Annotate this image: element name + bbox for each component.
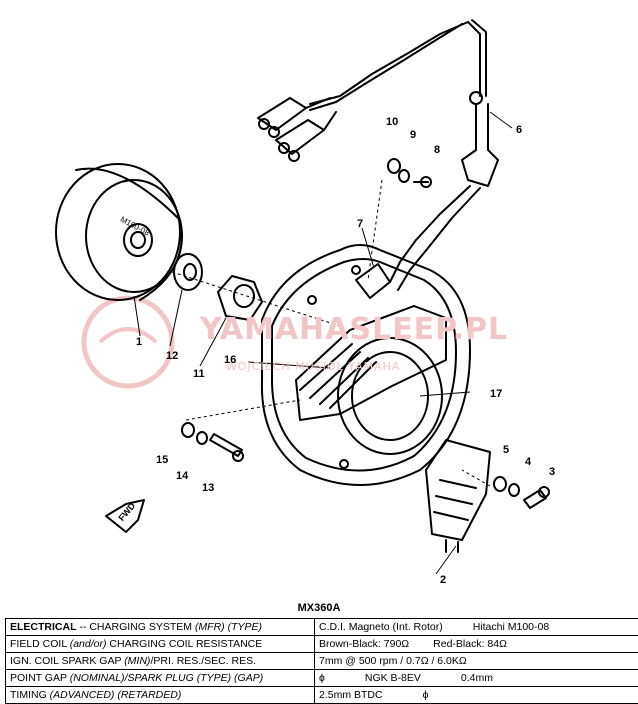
ring-17 — [338, 338, 442, 454]
callout-5: 5 — [503, 444, 509, 456]
callout-1: 1 — [136, 336, 142, 348]
spec-label: TIMING (ADVANCED) (RETARDED) — [6, 687, 315, 704]
callout-3: 3 — [549, 466, 555, 478]
spec-value: C.D.I. Magneto (Int. Rotor)Hitachi M100-… — [315, 619, 638, 636]
cdi-unit-2 — [426, 440, 490, 552]
callout-8: 8 — [434, 144, 440, 156]
callout-2: 2 — [440, 574, 446, 586]
table-row: IGN. COIL SPARK GAP (MIN)/PRI. RES./SEC.… — [6, 653, 638, 670]
rotor-stamp: M100-08 — [119, 215, 152, 238]
washer-10 — [388, 159, 400, 173]
callout-4: 4 — [525, 456, 531, 468]
callout-16: 16 — [224, 354, 236, 366]
model-title: MX360A — [0, 602, 638, 614]
callout-7: 7 — [357, 218, 363, 230]
washer-5 — [494, 477, 506, 491]
spec-label: POINT GAP (NOMINAL)/SPARK PLUG (TYPE) (G… — [6, 670, 315, 687]
washer-4 — [509, 484, 519, 496]
callout-9: 9 — [410, 129, 416, 141]
exploded-parts-diagram: M100-08 FWD — [0, 0, 638, 600]
screw-3 — [524, 487, 549, 508]
washer-12 — [174, 254, 202, 290]
screw-13 — [210, 434, 243, 461]
table-row: ELECTRICAL -- CHARGING SYSTEM (MFR) (TYP… — [6, 619, 638, 636]
washer-15 — [182, 423, 194, 437]
watermark-subtext: WOJCIECH MUSIOŁ YAMAHA — [226, 360, 400, 373]
callout-17: 17 — [490, 388, 502, 400]
washer-14 — [197, 432, 207, 444]
callout-11: 11 — [193, 368, 205, 380]
screw-8 — [414, 177, 431, 187]
washer-9 — [399, 170, 409, 182]
callout-13: 13 — [202, 482, 214, 494]
callout-6: 6 — [516, 124, 522, 136]
fwd-label: FWD — [116, 500, 137, 523]
electrical-spec-table: ELECTRICAL -- CHARGING SYSTEM (MFR) (TYP… — [5, 618, 638, 704]
spec-value: 7mm @ 500 rpm / 0.7Ω / 6.0KΩ — [315, 653, 638, 670]
rotor — [56, 164, 182, 300]
wire-harness — [310, 20, 498, 290]
callout-15: 15 — [156, 454, 168, 466]
callout-12: 12 — [166, 350, 178, 362]
spec-label: ELECTRICAL -- CHARGING SYSTEM (MFR) (TYP… — [6, 619, 315, 636]
spec-label: FIELD COIL (and/or) CHARGING COIL RESIST… — [6, 636, 315, 653]
watermark-logo — [84, 298, 172, 386]
table-row: FIELD COIL (and/or) CHARGING COIL RESIST… — [6, 636, 638, 653]
wire-connectors — [258, 98, 336, 161]
watermark-text: YAMAHASLEEP.PL — [200, 312, 508, 347]
callout-10: 10 — [386, 116, 398, 128]
callout-14: 14 — [176, 470, 188, 482]
pickup-7 — [356, 264, 390, 298]
table-row: POINT GAP (NOMINAL)/SPARK PLUG (TYPE) (G… — [6, 670, 638, 687]
spec-label: IGN. COIL SPARK GAP (MIN)/PRI. RES./SEC.… — [6, 653, 315, 670]
